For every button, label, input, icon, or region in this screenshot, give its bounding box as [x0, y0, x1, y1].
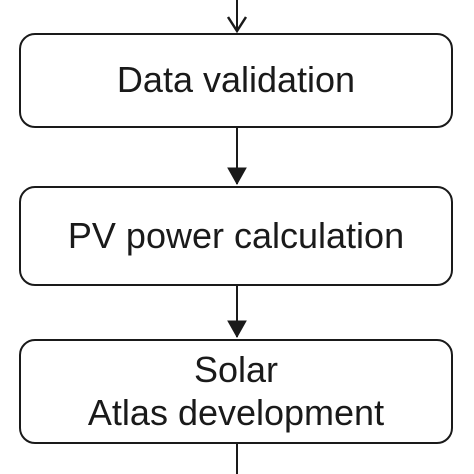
- solar-atlas-development-label-line-2: Atlas development: [87, 391, 385, 433]
- arrow-data-validation-to-pv-power-head: [227, 167, 247, 186]
- data-validation-box: Data validation: [19, 33, 453, 128]
- pv-power-calculation-box: PV power calculation: [19, 186, 453, 286]
- arrow-into-data-validation-head: [226, 16, 248, 34]
- arrow-pv-power-to-solar-atlas-head: [227, 320, 247, 339]
- solar-atlas-development-label-line-1: Solar: [193, 349, 279, 391]
- pv-power-calculation-label: PV power calculation: [67, 214, 405, 256]
- solar-atlas-development-box: Solar Atlas development: [19, 339, 453, 444]
- data-validation-label: Data validation: [116, 59, 356, 101]
